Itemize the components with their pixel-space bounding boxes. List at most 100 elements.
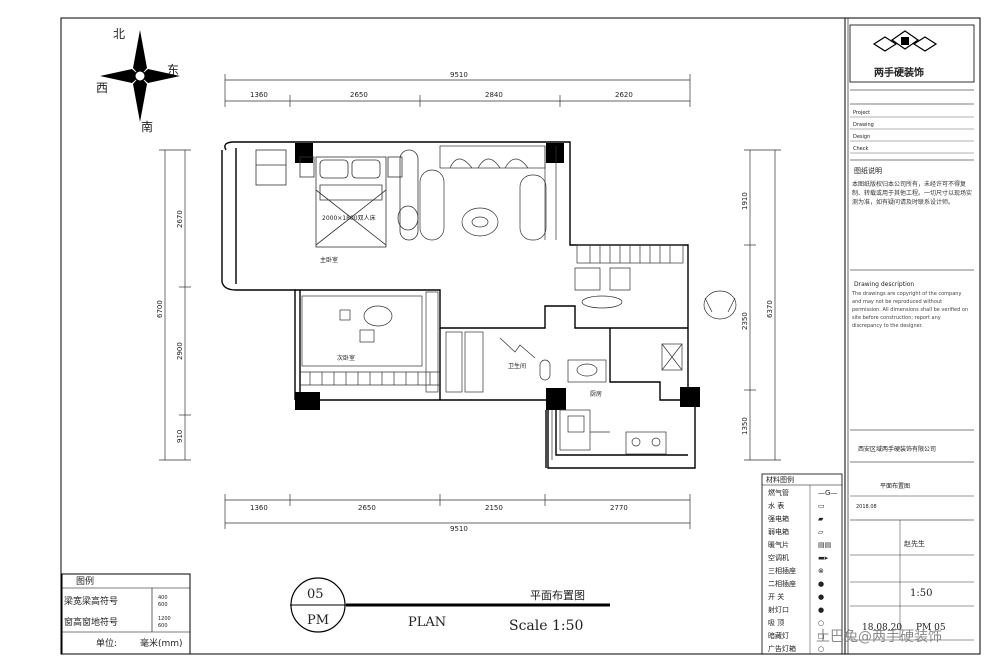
legend-title: 图例 [76, 575, 94, 587]
symbols-title: 材料图例 [766, 475, 794, 484]
compass-west: 西 [96, 81, 108, 95]
dim-left-3: 910 [176, 430, 184, 443]
sheet-border [60, 17, 981, 655]
compass-north: 北 [113, 27, 125, 41]
dim-bottom-total: 9510 [450, 525, 468, 533]
company-name: 西安区域两手硬装饰有限公司 [858, 445, 936, 453]
dim-top-1: 1360 [250, 91, 268, 99]
dim-left-2: 2900 [176, 342, 184, 360]
legend-row-1-code-top: 400 [158, 595, 168, 601]
symbol-label: 二相插座 [768, 579, 796, 588]
symbol-mark: ▰ [818, 515, 824, 523]
kitchen-label: 厨房 [590, 390, 602, 398]
symbol-mark: ○ [818, 619, 824, 627]
legend-row-1-code-bottom: 600 [158, 602, 168, 608]
compass-icon: 北 南 东 西 [96, 27, 180, 134]
symbol-label: 水 表 [768, 501, 784, 510]
title-page-no: PM 05 [916, 623, 946, 633]
brand-name: 两手硬装饰 [874, 66, 924, 79]
description-cn-title: 图纸说明 [854, 166, 882, 175]
legend-row-2-code-bottom: 600 [158, 623, 168, 629]
compass-south: 南 [141, 119, 153, 134]
symbol-label: 弱电箱 [768, 527, 789, 536]
dim-top-2: 2650 [350, 91, 368, 99]
symbol-label: 三相插座 [768, 566, 796, 575]
second-bedroom [300, 291, 440, 393]
symbol-mark: —G— [818, 489, 837, 497]
symbol-label: 暗藏灯 [768, 631, 789, 640]
legend-unit-value: 毫米(mm) [140, 637, 183, 649]
title-info-row: Project [853, 110, 870, 116]
symbol-mark: ○ [818, 645, 824, 653]
symbol-mark: ● [818, 580, 824, 588]
master-bedroom-label: 主卧室 [320, 256, 338, 264]
dim-right-2: 2350 [741, 312, 749, 330]
description-en: The drawings are copyright of the compan… [852, 291, 969, 329]
symbols-rows: 燃气管 —G— 水 表 ▭ 强电箱 ▰ 弱电箱 ▱ 暖气片 ▤▤ 空调机 ▬▸ 三相插座 ⊗ 二相插座 ● 开 … [768, 488, 837, 653]
legend-row-1-label: 梁宽梁高符号 [64, 595, 118, 607]
dim-top-total: 9510 [450, 71, 468, 79]
symbol-mark: ▱ [818, 528, 824, 536]
title-info-row: Drawing [853, 122, 874, 128]
watermark: 土巴兔@两手硬装饰 [816, 629, 942, 645]
legend-box: 图例 梁宽梁高符号 400 600 窗高窗地符号 1200 600 单位: 毫米… [61, 573, 191, 655]
symbol-label: 燃气管 [768, 488, 789, 497]
symbol-label: 空调机 [768, 553, 789, 562]
symbol-mark: □ [818, 632, 825, 640]
title-info-row: Design [853, 134, 870, 140]
kitchen [551, 409, 667, 460]
master-bedroom [255, 149, 419, 248]
symbol-mark: ⊗ [818, 567, 824, 575]
title-drawing-name: 平面布置图 [880, 482, 910, 490]
compass-east: 东 [167, 63, 179, 77]
title-designer: 赵先生 [904, 539, 925, 548]
symbol-label: 暖气片 [768, 540, 789, 549]
legend-row-2-label: 窗高窗地符号 [64, 616, 118, 628]
symbol-label: 开 关 [768, 592, 784, 601]
bathroom [445, 331, 683, 393]
dim-left-1: 2670 [176, 210, 184, 228]
wardrobe [419, 145, 557, 241]
drawing-number: 05 [307, 587, 324, 602]
walls [221, 141, 696, 469]
symbol-label: 吸 顶 [768, 619, 784, 627]
brand-logo-icon [872, 30, 938, 52]
dimension-lines [159, 74, 781, 529]
dimension-labels: 9510 1360 2650 2840 2620 1360 2650 2150 … [250, 71, 633, 533]
symbol-label: 广告灯箱 [768, 644, 796, 653]
dim-right-total: 6370 [766, 300, 774, 318]
dim-left-total: 6700 [156, 300, 164, 318]
symbol-mark: ▭ [818, 502, 825, 510]
symbol-mark: ▤▤ [818, 541, 831, 549]
bath-label: 卫生间 [508, 362, 526, 370]
dim-top-3: 2840 [485, 91, 503, 99]
dim-bottom-2: 2650 [358, 504, 376, 512]
living-area [574, 244, 737, 320]
title-scale: 1:50 [910, 588, 932, 599]
title-date2: 18.08.20 [862, 623, 902, 633]
symbol-mark: ▬▸ [818, 554, 829, 562]
drawing-title-en: PLAN [408, 615, 446, 630]
dim-right-3: 1350 [741, 417, 749, 435]
symbol-mark: ● [818, 606, 824, 614]
symbol-label: 射灯口 [768, 605, 789, 614]
dim-top-4: 2620 [615, 91, 633, 99]
description-cn: 本图纸版权归本公司所有，未经许可不得复制、转载或用于其他工程。一切尺寸以现场实测… [852, 181, 972, 206]
dim-right-1: 1910 [741, 192, 749, 210]
bed-size-label: 2000×1800双人床 [322, 214, 376, 222]
symbol-label: 强电箱 [768, 514, 789, 523]
dim-bottom-4: 2770 [610, 504, 628, 512]
symbols-table: 材料图例 [761, 473, 843, 655]
title-date: 2018.08 [856, 504, 877, 510]
legend-row-2-code-top: 1200 [158, 616, 171, 622]
symbol-mark: ● [818, 593, 824, 601]
title-info-row: Check [853, 146, 868, 152]
drawing-code: PM [307, 613, 329, 628]
double-bed [315, 156, 387, 248]
description-en-title: Drawing description [854, 281, 914, 288]
second-bedroom-label: 次卧室 [337, 354, 355, 362]
